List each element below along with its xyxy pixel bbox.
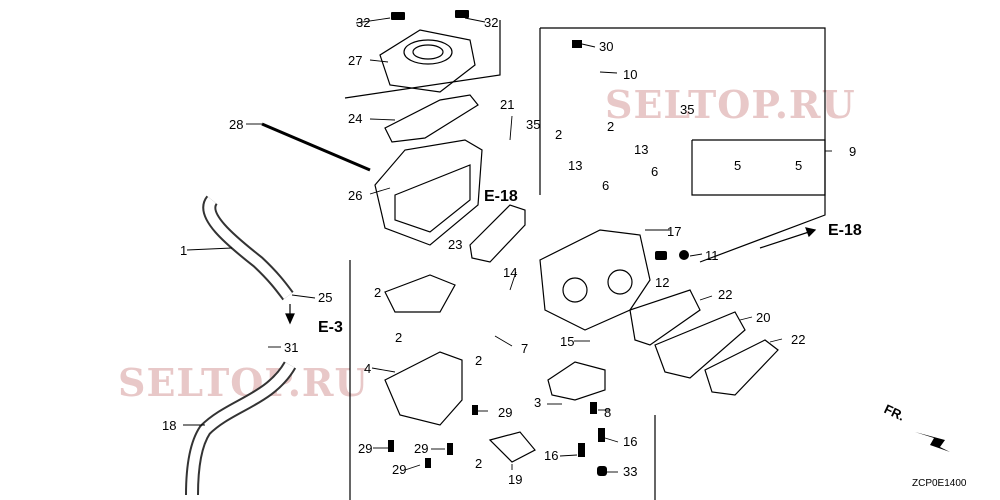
callout-2[interactable]: 2: [395, 330, 403, 345]
ref-e18-top[interactable]: E-18: [484, 188, 518, 205]
callout-26[interactable]: 26: [348, 188, 363, 203]
callout-29[interactable]: 29: [358, 441, 373, 456]
group-outline-top: [344, 20, 501, 99]
callout-32[interactable]: 32: [356, 15, 371, 30]
front-arrow-icon: [915, 432, 950, 452]
gasket-2: [384, 274, 456, 313]
callout-35[interactable]: 35: [526, 117, 541, 132]
callout-13[interactable]: 13: [634, 142, 649, 157]
callout-10[interactable]: 10: [623, 67, 638, 82]
callout-9[interactable]: 9: [849, 144, 857, 159]
callout-2[interactable]: 2: [475, 353, 483, 368]
callout-29[interactable]: 29: [392, 462, 407, 477]
callout-8[interactable]: 8: [604, 405, 612, 420]
callout-25[interactable]: 25: [318, 290, 333, 305]
group-outline-5: [691, 139, 826, 196]
flange-27: [379, 29, 476, 93]
callout-2[interactable]: 2: [475, 456, 483, 471]
callout-19[interactable]: 19: [508, 472, 523, 487]
callout-32[interactable]: 32: [484, 15, 499, 30]
air-chamber-26: [374, 139, 483, 246]
callout-3[interactable]: 3: [534, 395, 542, 410]
ref-e3[interactable]: E-3: [318, 319, 343, 336]
watermark-top: SELTOP.RU: [605, 82, 856, 127]
callout-33[interactable]: 33: [623, 464, 638, 479]
callout-7[interactable]: 7: [521, 341, 529, 356]
float-chamber-4: [384, 351, 463, 426]
callout-13[interactable]: 13: [568, 158, 583, 173]
callout-14[interactable]: 14: [503, 265, 518, 280]
callout-20[interactable]: 20: [756, 310, 771, 325]
callout-35[interactable]: 35: [680, 102, 695, 117]
callout-22[interactable]: 22: [718, 287, 733, 302]
callout-23[interactable]: 23: [448, 237, 463, 252]
leader-lines: [183, 17, 832, 473]
callout-31[interactable]: 31: [284, 340, 299, 355]
callout-16[interactable]: 16: [544, 448, 559, 463]
gasket-23: [469, 204, 526, 263]
gasket-20: [654, 311, 746, 379]
callout-28[interactable]: 28: [229, 117, 244, 132]
float-3: [547, 361, 606, 401]
callout-22[interactable]: 22: [791, 332, 806, 347]
callout-5[interactable]: 5: [795, 158, 803, 173]
callout-6[interactable]: 6: [651, 164, 659, 179]
callout-24[interactable]: 24: [348, 111, 363, 126]
callout-5[interactable]: 5: [734, 158, 742, 173]
callout-15[interactable]: 15: [560, 334, 575, 349]
carburetor-body: [539, 229, 651, 331]
callout-2[interactable]: 2: [607, 119, 615, 134]
callout-1[interactable]: 1: [180, 243, 188, 258]
callout-17[interactable]: 17: [667, 224, 682, 239]
callout-29[interactable]: 29: [414, 441, 429, 456]
callout-11[interactable]: 11: [705, 248, 719, 263]
gasket-22-a: [629, 289, 701, 346]
solenoid-19: [488, 431, 536, 463]
callout-29[interactable]: 29: [498, 405, 513, 420]
callout-30[interactable]: 30: [599, 39, 614, 54]
callout-12[interactable]: 12: [655, 275, 670, 290]
callout-18[interactable]: 18: [162, 418, 177, 433]
gasket-24: [384, 94, 479, 143]
callout-21[interactable]: 21: [500, 97, 515, 112]
callout-16[interactable]: 16: [623, 434, 638, 449]
callout-2[interactable]: 2: [555, 127, 563, 142]
gasket-22-b: [704, 339, 779, 396]
callout-2[interactable]: 2: [374, 285, 382, 300]
group-outline-9: [540, 27, 826, 263]
callout-4[interactable]: 4: [364, 361, 372, 376]
callout-6[interactable]: 6: [602, 178, 610, 193]
diagram-code: ZCP0E1400: [912, 478, 967, 489]
ref-e18-right[interactable]: E-18: [828, 222, 862, 239]
callout-27[interactable]: 27: [348, 53, 363, 68]
